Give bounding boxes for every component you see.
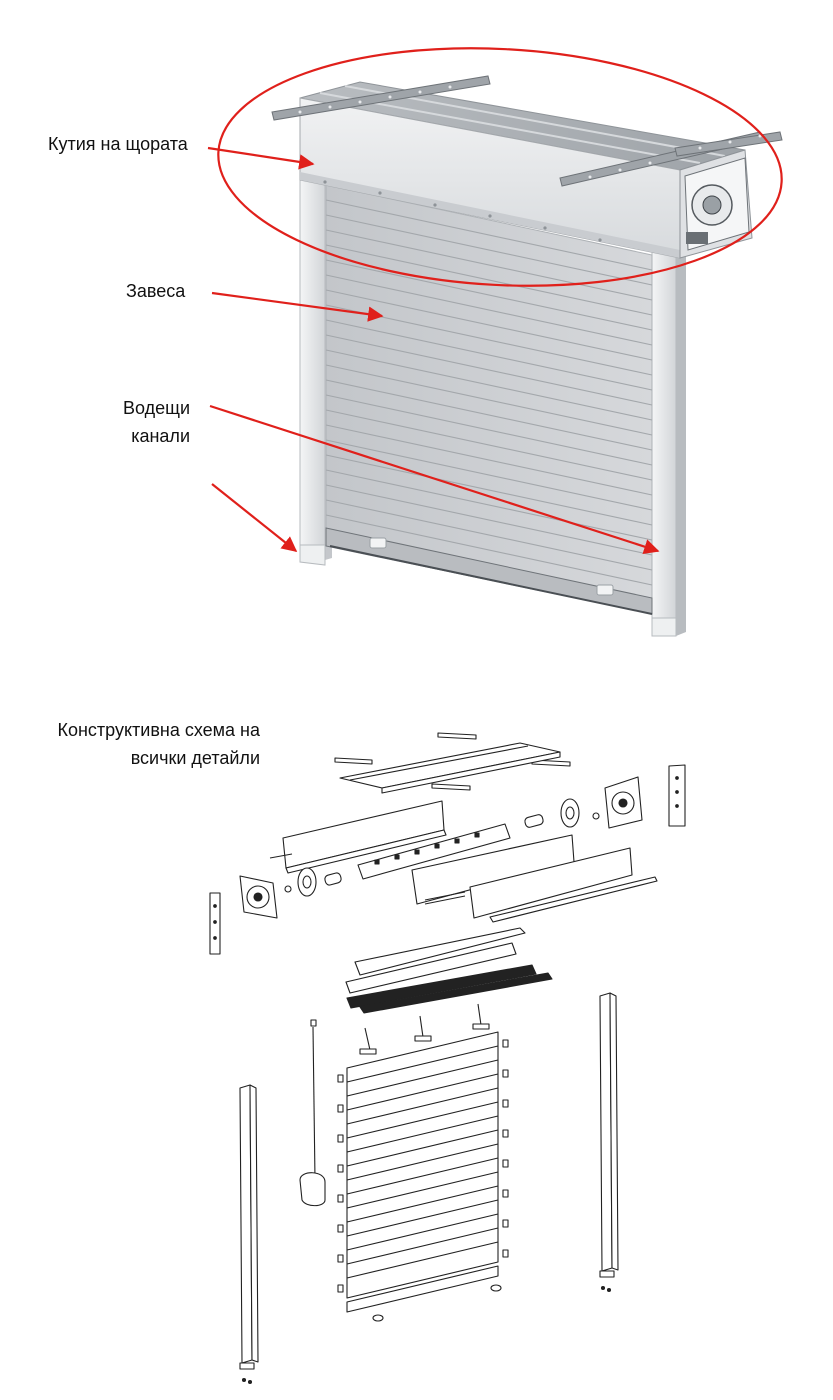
label-guides: Водещи канали — [100, 394, 190, 450]
scheme-discs — [284, 798, 600, 897]
label-box: Кутия на щората — [48, 134, 188, 154]
exploded-scheme — [209, 732, 686, 1385]
arrow-guide-right — [209, 404, 660, 555]
label-scheme: Конструктивна схема на всички детайли — [40, 716, 260, 772]
scheme-bottom-profiles — [345, 927, 553, 1014]
label-guides-line1: Водещи — [123, 398, 190, 418]
arrow-box — [207, 146, 315, 170]
scheme-right-rail — [599, 992, 619, 1293]
scheme-right-cap — [604, 764, 686, 829]
mounting-brackets — [271, 75, 783, 187]
label-guides-line2: канали — [131, 426, 190, 446]
label-scheme-line2: всички детайли — [130, 748, 260, 768]
roller-shutter-render — [271, 75, 783, 637]
scheme-axle — [324, 814, 544, 886]
scheme-pull-cord — [299, 1019, 326, 1207]
label-curtain: Завеса — [126, 281, 186, 301]
scheme-top-cover — [339, 742, 561, 794]
arrow-guide-left — [211, 483, 298, 552]
curtain — [325, 184, 653, 615]
box-highlight-ellipse — [217, 47, 783, 287]
label-scheme-line1: Конструктивна схема на — [57, 720, 260, 740]
scheme-bolts — [359, 1003, 490, 1055]
scheme-left-rail — [239, 1084, 259, 1385]
right-guide-rail — [651, 248, 686, 637]
scheme-front-panel — [269, 800, 447, 874]
scheme-curtain — [337, 1031, 509, 1322]
annotations — [207, 47, 783, 555]
scheme-left-cap — [209, 875, 278, 955]
scheme-top-brackets — [334, 732, 571, 791]
arrow-curtain — [211, 291, 384, 322]
scheme-rear-pieces — [411, 834, 658, 923]
